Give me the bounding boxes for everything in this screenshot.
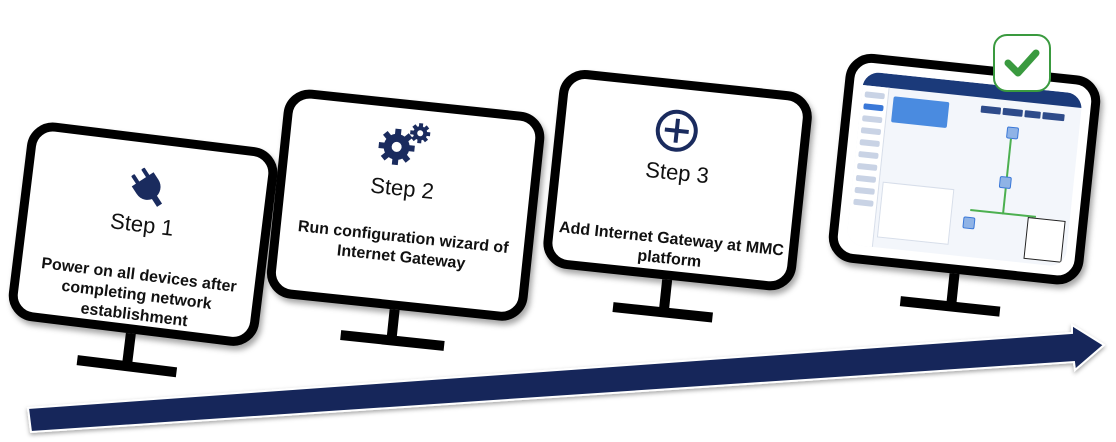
monitor-step-2: Step 2 Run configuration wizard of Inter… [259, 87, 547, 373]
completion-badge [993, 34, 1051, 92]
app-screenshot [846, 71, 1084, 268]
monitor-step-1: Step 1 Power on all devices after comple… [0, 119, 281, 399]
monitor-screenshot [821, 51, 1103, 334]
plug-icon [131, 167, 163, 207]
monitor-step-3: Step 3 Add Internet Gateway at MMC platf… [536, 67, 815, 342]
circle-plus-icon [655, 109, 698, 152]
checkmark-icon [1004, 49, 1040, 77]
monitor-screen [826, 51, 1103, 287]
gears-icon [378, 123, 431, 166]
